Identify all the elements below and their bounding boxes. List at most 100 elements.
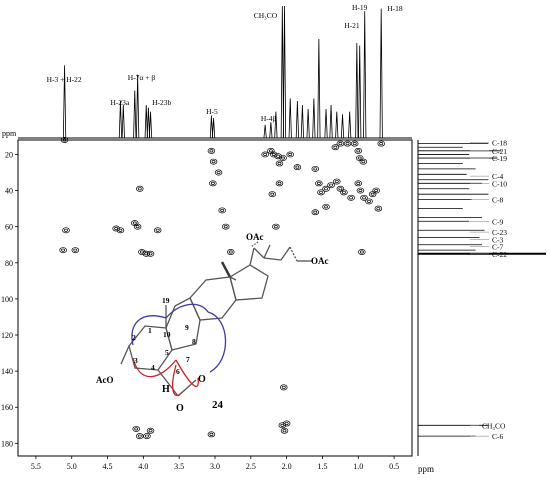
proton-peak	[300, 104, 304, 139]
cross-peak	[275, 180, 284, 187]
proton-peak	[363, 11, 367, 139]
cross-peak-contour	[372, 187, 380, 194]
carbon-label: C-6	[492, 432, 504, 441]
cross-peak-contour	[313, 210, 318, 214]
cross-peak	[132, 425, 140, 432]
cross-peak	[356, 187, 365, 194]
cross-peak-contour	[136, 433, 144, 440]
hmbc-arrow	[165, 303, 209, 319]
proton-peak-label: H-19	[352, 3, 368, 12]
cross-peak-contour	[336, 140, 345, 147]
cross-peak-contour	[322, 185, 330, 192]
h-label: H	[162, 384, 170, 395]
atom-number: 1	[148, 326, 152, 335]
y-tick-label: 60	[5, 223, 13, 232]
carbon-label: C-18	[492, 139, 507, 148]
cross-peak-contour	[223, 225, 228, 229]
cross-peak-contour	[324, 187, 328, 191]
proton-peak-label: H-23b	[152, 98, 171, 107]
cross-peak-contour	[280, 384, 288, 391]
o-ring-label: O	[198, 374, 206, 385]
cross-peak	[221, 223, 230, 230]
cross-peak-contour	[272, 223, 280, 230]
atom-number: 9	[185, 323, 189, 332]
compound-label: 24	[212, 399, 224, 411]
cross-peak-contour	[281, 156, 286, 160]
cross-peak	[322, 203, 330, 210]
side-chain-bond	[280, 246, 291, 261]
atom-number: 6	[176, 367, 180, 376]
x-tick-label: 5.5	[31, 462, 41, 471]
cross-peak-contour	[214, 169, 223, 176]
o-bridge-label: O	[176, 403, 184, 414]
cross-peak-contour	[275, 160, 284, 167]
cross-peak-contour	[336, 185, 345, 192]
methyl-18-bond	[229, 276, 237, 281]
carbon-label: C-7	[492, 243, 504, 252]
cross-peak	[347, 194, 355, 201]
proton-peak-label: H-23a	[110, 98, 129, 107]
cross-peak-contour	[263, 152, 268, 156]
cross-peak-contour	[210, 181, 215, 185]
cross-peak-contour	[60, 137, 69, 143]
x-tick-label: 4.0	[138, 462, 148, 471]
h-bond	[157, 369, 173, 389]
cross-peak	[280, 427, 289, 434]
cross-peak-contour	[275, 180, 284, 187]
x-tick-label: 3.5	[174, 462, 184, 471]
atom-number: 5	[165, 348, 169, 357]
cross-peak-contour	[327, 182, 335, 189]
proton-peak	[62, 65, 67, 139]
proton-peak-label: H-7α + β	[128, 73, 156, 82]
cross-peak	[377, 140, 385, 147]
cross-peak-contour	[322, 203, 330, 210]
x-tick-label: 3.0	[210, 462, 220, 471]
cross-peak-contour	[155, 228, 160, 232]
proton-peak-label: H-21	[344, 21, 360, 30]
cross-peak-contour	[311, 165, 320, 172]
cross-peak-contour	[313, 167, 318, 171]
carbon-label: C-9	[492, 217, 504, 226]
cross-peak-contour	[377, 140, 385, 147]
hmbc-arrow	[175, 359, 199, 388]
proton-peak	[358, 45, 362, 139]
cross-peak-contour	[216, 170, 221, 175]
cross-peak-contour	[280, 427, 289, 434]
cross-peak-contour	[211, 160, 216, 164]
cross-peak-contour	[261, 151, 269, 158]
cross-peak	[133, 223, 142, 230]
cross-peak-contour	[367, 199, 371, 203]
cross-peak-contour	[277, 161, 282, 166]
cross-peak-contour	[64, 228, 68, 232]
cross-peak-contour	[274, 153, 282, 160]
cross-peak-contour	[360, 194, 368, 201]
cross-peak	[311, 165, 320, 172]
aco-bond	[120, 345, 130, 365]
cross-peak-contour	[228, 250, 233, 254]
cross-peak	[336, 140, 345, 147]
cross-peak-contour	[343, 140, 352, 147]
cross-peak-contour	[118, 228, 123, 232]
cross-peak	[136, 433, 144, 440]
proton-peak	[348, 111, 352, 139]
cross-peak-contour	[286, 151, 294, 158]
cross-peak	[142, 250, 150, 257]
side-chain-bond	[263, 257, 282, 261]
cross-peak	[315, 180, 323, 187]
cross-peak-contour	[331, 144, 340, 151]
cross-peak	[146, 250, 155, 257]
carbon-lines	[418, 143, 546, 437]
cross-peak	[143, 433, 151, 440]
cross-peak-contour	[347, 194, 355, 201]
proton-peak-label: CH₃CO	[254, 11, 278, 20]
y-tick-label: 180	[1, 439, 13, 448]
cross-peak	[268, 191, 277, 198]
cross-peak	[340, 189, 348, 196]
x-tick-label: 1.0	[353, 462, 363, 471]
cross-peak	[279, 155, 287, 162]
cross-peak	[322, 185, 330, 192]
x-axis-label: ppm	[418, 464, 434, 474]
proton-peak	[379, 8, 383, 139]
